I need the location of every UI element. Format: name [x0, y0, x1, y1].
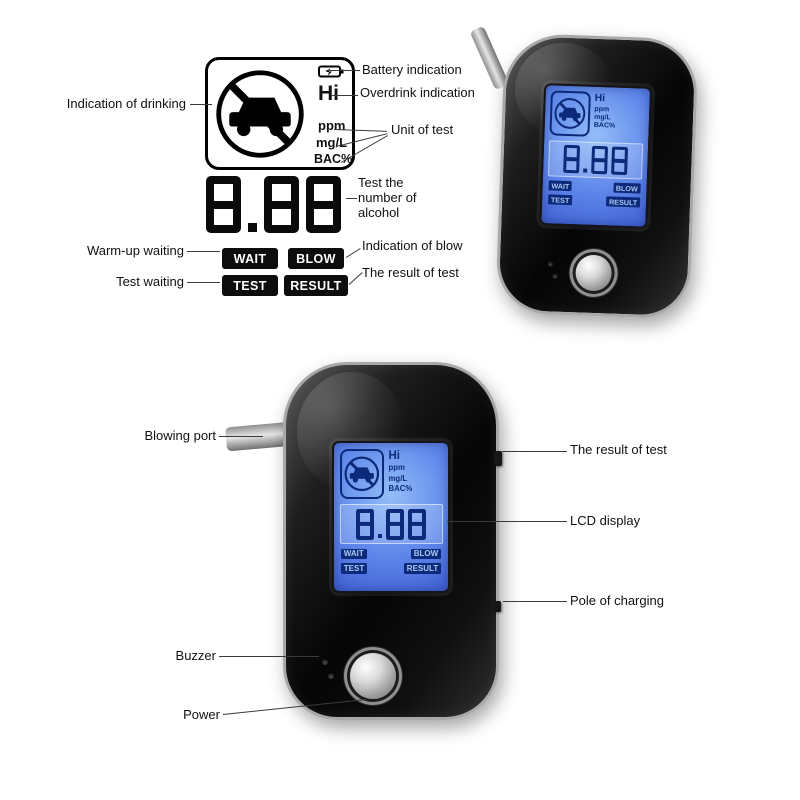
- lcd-unit-ppm: ppm: [594, 105, 610, 113]
- callout-line-number: [346, 198, 357, 199]
- label-unit-of-test: Unit of test: [391, 122, 454, 137]
- label-power: Power: [183, 707, 220, 722]
- label-lcd-display: LCD display: [570, 513, 641, 528]
- lcd-blow-tag: BLOW: [613, 182, 641, 194]
- power-button[interactable]: [350, 653, 396, 699]
- breathalyzer-device: Hi ppm mg/L BAC% WAIT BLOW TEST RESULT: [283, 362, 502, 720]
- callout-line-result: [348, 272, 363, 285]
- label-test-waiting: Test waiting: [116, 274, 184, 289]
- power-button[interactable]: [574, 254, 613, 292]
- lcd-wait-tag: WAIT: [548, 180, 573, 192]
- callout-line-charging: [503, 601, 567, 602]
- lcd-test-tag: TEST: [548, 194, 572, 206]
- overdrink-indicator-text: Hi: [318, 82, 339, 105]
- lcd-unit-ppm: ppm: [388, 463, 405, 473]
- buzzer-hole: [328, 673, 334, 679]
- lcd-blow-tag: BLOW: [410, 548, 441, 559]
- label-indication-of-blow: Indication of blow: [362, 238, 463, 253]
- lcd-result-tag: RESULT: [404, 563, 441, 574]
- lcd-test-number: [339, 504, 443, 544]
- label-test-number-of-alcohol: Test the number of alcohol: [358, 175, 417, 220]
- label-battery-indication: Battery indication: [362, 62, 462, 77]
- result-indicator: RESULT: [284, 275, 348, 296]
- test-indicator: TEST: [222, 275, 278, 296]
- result-switch-nub: [494, 451, 502, 466]
- callout-line-overdrink: [332, 95, 358, 96]
- lcd-unit-column: Hi ppm mg/L BAC%: [593, 92, 616, 138]
- lcd-hi-text: Hi: [594, 93, 606, 105]
- lcd-wait-tag: WAIT: [341, 548, 367, 559]
- charging-pole-nub: [494, 601, 501, 612]
- callout-line-blowing-port: [219, 436, 263, 437]
- no-drink-drive-icon: [339, 449, 384, 499]
- lcd-unit-bac: BAC%: [388, 484, 413, 494]
- label-indication-of-drinking: Indication of drinking: [66, 96, 186, 111]
- label-warm-up-waiting: Warm-up waiting: [86, 243, 184, 258]
- lcd-test-tag: TEST: [341, 563, 368, 574]
- test-number-display: [206, 175, 354, 233]
- callout-line-blow: [345, 248, 361, 258]
- lcd-display: Hi ppm mg/L BAC% WAIT BLOW TEST RESULT: [539, 83, 653, 229]
- blow-indicator: BLOW: [288, 248, 344, 269]
- callout-line-drinking: [190, 104, 212, 105]
- callout-line-warmup: [187, 251, 220, 252]
- lcd-unit-column: Hi ppm mg/L BAC%: [389, 449, 413, 499]
- unit-ppm: ppm: [318, 118, 346, 133]
- lcd-hi-text: Hi: [388, 450, 401, 462]
- unit-bac: BAC%: [314, 152, 353, 166]
- battery-icon: [318, 65, 344, 78]
- lcd-diagram-frame: Hi ppm mg/L BAC%: [205, 57, 355, 170]
- wait-indicator: WAIT: [222, 248, 278, 269]
- buzzer-hole: [552, 273, 558, 279]
- label-buzzer: Buzzer: [175, 648, 216, 663]
- callout-line-result-device: [502, 451, 567, 452]
- no-drink-drive-icon: [549, 90, 591, 138]
- lcd-test-number: [547, 140, 644, 180]
- callout-line-lcd: [447, 521, 567, 522]
- label-blowing-port: Blowing port: [144, 428, 216, 443]
- callout-line-buzzer: [219, 656, 319, 657]
- breathalyzer-device: Hi ppm mg/L BAC% WAIT BLOW TEST RESULT: [495, 32, 699, 320]
- no-drink-drive-icon: [212, 66, 308, 162]
- buzzer-hole: [547, 261, 553, 267]
- callout-line-battery: [326, 70, 360, 71]
- diagram-indicator-column: Hi ppm mg/L BAC%: [310, 60, 356, 167]
- lcd-result-tag: RESULT: [606, 196, 640, 208]
- label-overdrink-indication: Overdrink indication: [360, 85, 475, 100]
- label-result-of-test: The result of test: [362, 265, 459, 280]
- label-result-of-test-device: The result of test: [570, 442, 667, 457]
- lcd-unit-bac: BAC%: [593, 121, 616, 130]
- label-pole-of-charging: Pole of charging: [570, 593, 664, 608]
- unit-mgl: mg/L: [316, 135, 348, 150]
- lcd-display: Hi ppm mg/L BAC% WAIT BLOW TEST RESULT: [332, 441, 450, 593]
- lcd-unit-mgl: mg/L: [593, 113, 611, 122]
- lcd-unit-mgl: mg/L: [388, 473, 408, 483]
- buzzer-hole: [322, 659, 328, 665]
- callout-line-testwait: [187, 282, 220, 283]
